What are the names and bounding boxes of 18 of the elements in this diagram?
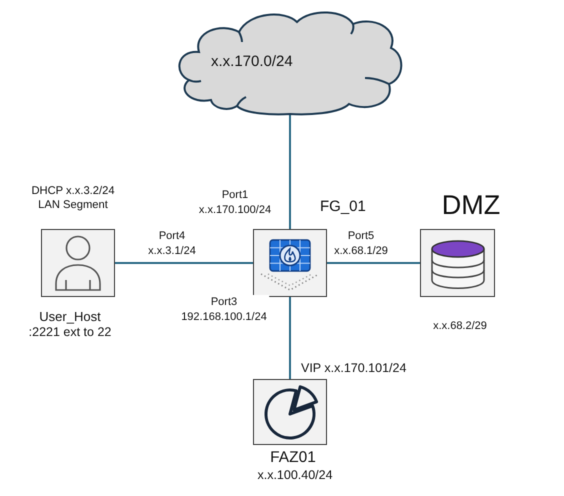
connector-line [327,262,420,264]
device-box [420,229,495,297]
device-caption: FAZ01 [270,449,316,468]
device-caption: VIP x.x.170.101/24 [301,361,406,376]
device-caption: x.x.68.2/29 [433,320,487,334]
subnet-label: x.x.170.0/24 [211,52,293,70]
device-caption: FG_01 [320,198,366,216]
device-caption: DMZ [442,189,500,222]
device-box [253,229,327,297]
connector-line [289,115,291,229]
device-box [41,229,115,297]
device-caption: User_Host [39,309,101,325]
device-caption: :2221 ext to 22 [28,325,112,340]
device-caption: x.x.100.40/24 [257,468,333,484]
device-caption: DHCP x.x.3.2/24 LAN Segment [30,185,116,212]
connector-line [289,297,291,379]
connector-line [115,262,253,264]
device-box [253,379,327,445]
